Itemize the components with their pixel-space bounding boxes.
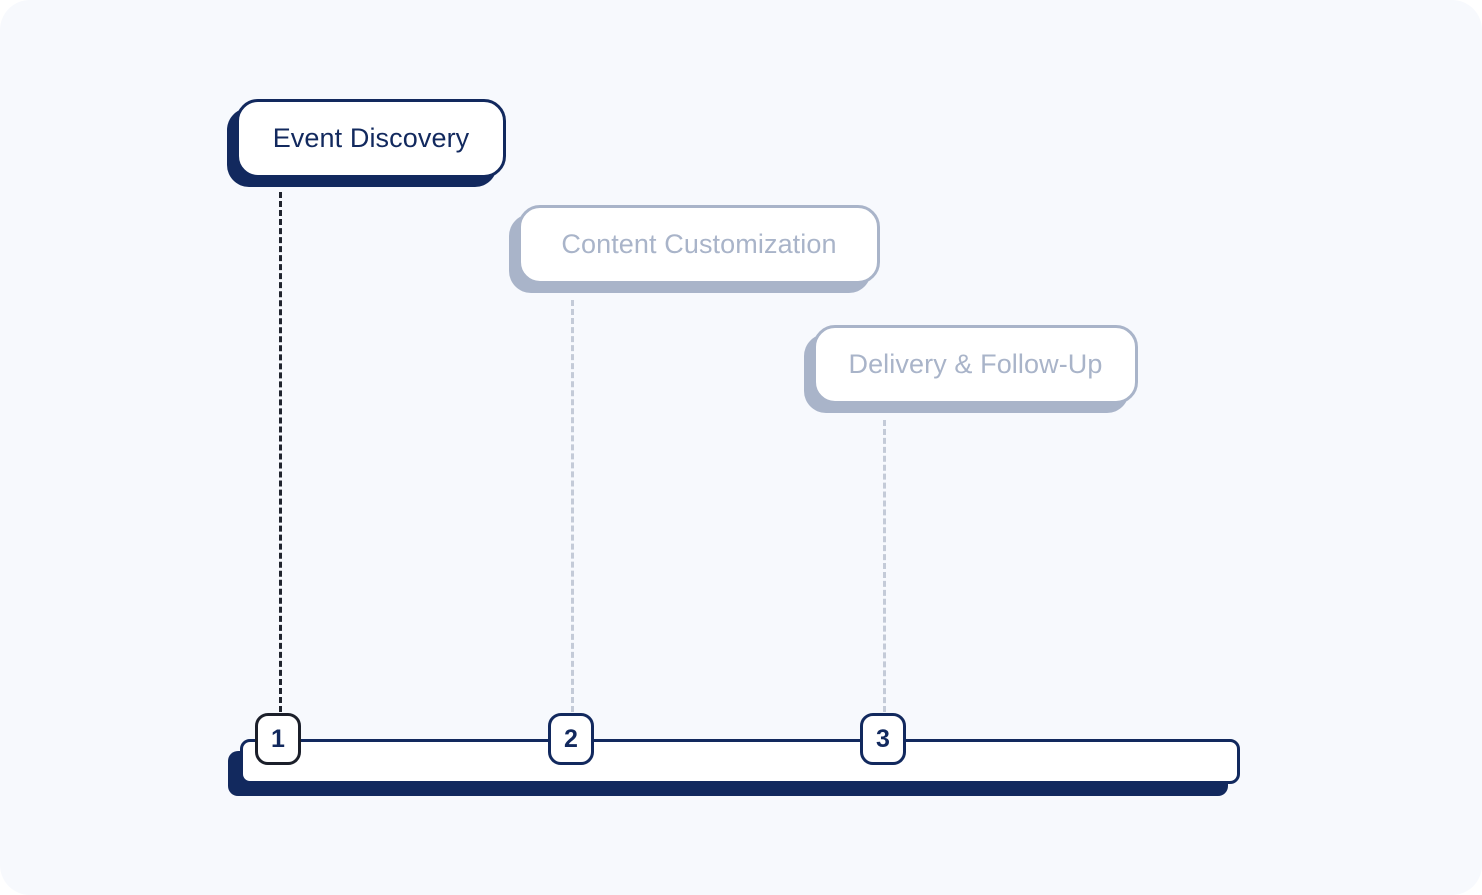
connector-line-step-3	[883, 420, 886, 712]
timeline-bar	[240, 739, 1240, 784]
step-card-event-discovery[interactable]: Event Discovery	[236, 99, 506, 178]
timeline-marker-number: 2	[564, 724, 578, 753]
step-card-label: Delivery & Follow-Up	[848, 349, 1103, 379]
connector-line-step-2	[571, 300, 574, 712]
timeline-marker-number: 3	[876, 724, 890, 753]
step-card-delivery-follow-up[interactable]: Delivery & Follow-Up	[813, 325, 1138, 404]
timeline-marker-2[interactable]: 2	[548, 713, 594, 765]
step-card-label: Content Customization	[561, 229, 837, 259]
timeline-marker-1[interactable]: 1	[255, 713, 301, 765]
timeline-marker-3[interactable]: 3	[860, 713, 906, 765]
timeline-marker-number: 1	[271, 724, 285, 753]
step-card-label: Event Discovery	[272, 123, 470, 153]
connector-line-step-1	[279, 192, 282, 712]
step-card-content-customization[interactable]: Content Customization	[518, 205, 880, 284]
